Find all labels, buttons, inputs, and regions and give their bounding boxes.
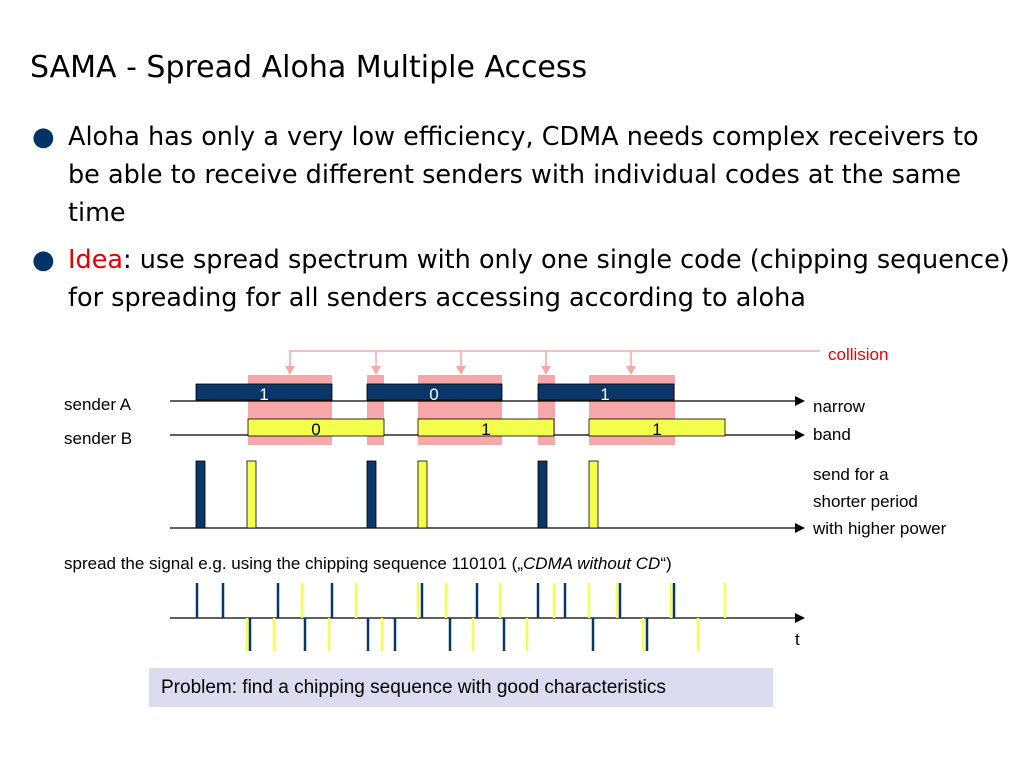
sender-a-bit: 0 (429, 385, 438, 404)
collision-arrowhead-icon (541, 366, 551, 375)
narrow-band-label: narrow band (813, 397, 870, 444)
sender-a-bit: 1 (259, 385, 268, 404)
bullet-dot-icon: ● (32, 245, 55, 275)
collision-arrowhead-icon (285, 366, 295, 375)
sender-b-packets (247, 418, 726, 437)
collision-arrowhead-icon (456, 366, 466, 375)
sender-b-label: sender B (64, 429, 132, 448)
send-shorter-line: send for a (813, 465, 889, 484)
narrow-band-line: band (813, 425, 851, 444)
problem-box: Problem: find a chipping sequence with g… (149, 668, 773, 707)
bullet-text: Aloha has only a very low efficiency, CD… (68, 122, 979, 228)
sender-b-pulse (588, 460, 599, 529)
spread-caption: spread the signal e.g. using the chippin… (64, 554, 672, 573)
time-axis-label: t (795, 630, 800, 649)
bullet-dot-icon: ● (32, 122, 55, 152)
sender-a-pulse (195, 460, 206, 529)
sender-b-bit: 1 (652, 420, 661, 439)
send-shorter-label: send for a shorter period with higher po… (812, 465, 947, 538)
sender-a-packet (195, 383, 333, 401)
collision-bracket (289, 350, 820, 366)
pulse-arrowhead-icon (795, 523, 805, 533)
sender-a-pulse (366, 460, 377, 529)
idea-keyword: Idea (68, 245, 124, 275)
spread-caption-suffix: “) (660, 554, 671, 573)
collision-label: collision (828, 345, 888, 364)
slide-title: SAMA - Spread Aloha Multiple Access (30, 50, 588, 85)
sender-b-pulse (246, 460, 257, 529)
bullet-item: ● Aloha has only a very low efficiency, … (30, 118, 1010, 232)
sender-b-bit: 0 (311, 420, 320, 439)
bullet-list: ● Aloha has only a very low efficiency, … (30, 118, 1010, 326)
sender-a-pulse (537, 460, 548, 529)
sender-a-label: sender A (64, 395, 132, 414)
chip-sequence (195, 583, 727, 651)
chip-arrowhead-icon (795, 613, 805, 623)
bullet-item: ● Idea: use spread spectrum with only on… (30, 241, 1010, 317)
send-shorter-line: with higher power (812, 519, 947, 538)
narrow-band-line: narrow (813, 397, 866, 416)
short-pulses (195, 460, 599, 529)
sender-b-pulse (417, 460, 428, 529)
sender-a-bit: 1 (600, 385, 609, 404)
send-shorter-line: shorter period (813, 492, 918, 511)
sender-a-packet (366, 383, 503, 401)
collision-arrowhead-icon (371, 366, 381, 375)
sender-b-packet (588, 418, 726, 437)
sender-a-arrowhead-icon (795, 396, 805, 406)
sender-a-packets (195, 383, 675, 401)
spread-caption-prefix: spread the signal e.g. using the chippin… (64, 554, 523, 573)
collision-arrowheads (285, 366, 636, 375)
collision-bracket-line (289, 350, 820, 366)
sender-b-packet (247, 418, 385, 437)
sender-b-bit: 1 (481, 420, 490, 439)
sender-a-packet (537, 383, 675, 401)
bullet-text: : use spread spectrum with only one sing… (68, 245, 1010, 313)
spread-caption-italic: CDMA without CD (523, 554, 660, 573)
collision-arrowhead-icon (626, 366, 636, 375)
sender-b-arrowhead-icon (795, 430, 805, 440)
sender-b-packet (417, 418, 555, 437)
